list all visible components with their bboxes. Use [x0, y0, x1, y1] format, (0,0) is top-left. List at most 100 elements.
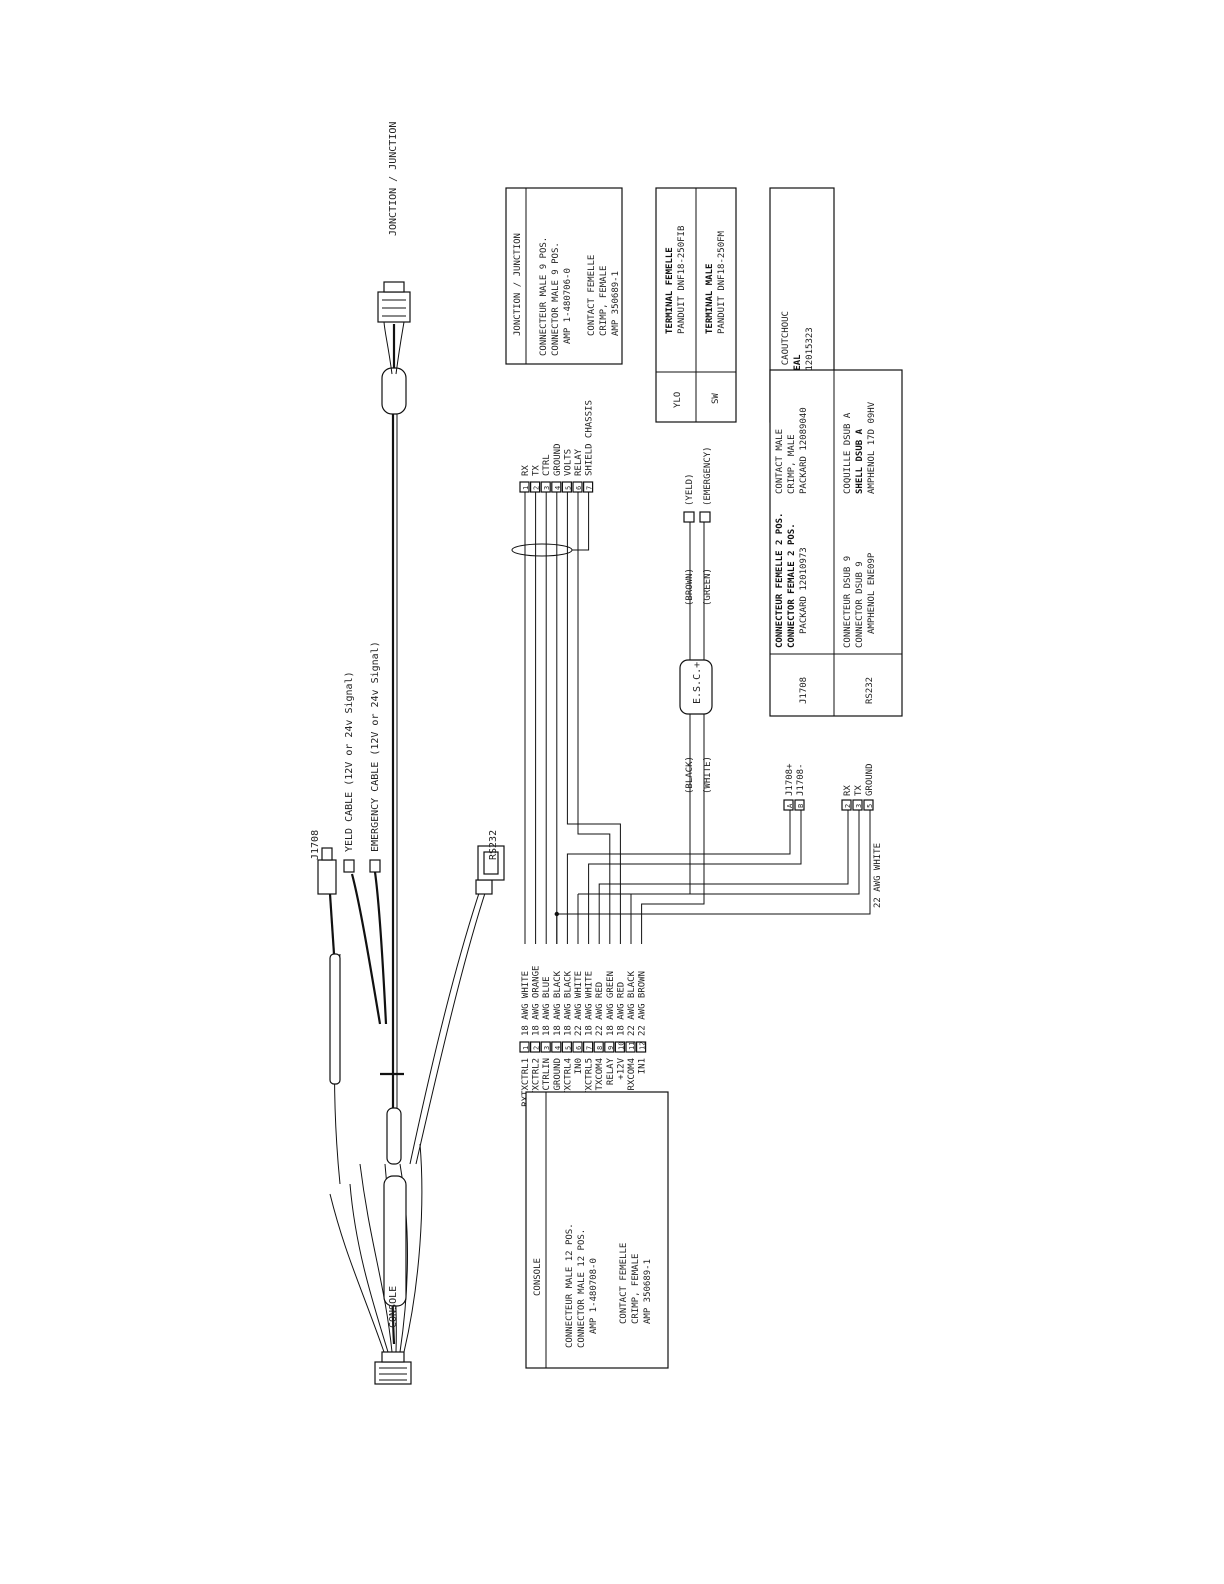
- seal-line: JOINT EN CAOUTCHOUC: [781, 311, 791, 414]
- pin-cell: [540, 1041, 551, 1053]
- pin-cell: [783, 799, 794, 811]
- parts-cell: CONNECTOR FEMALE 2 POS.: [787, 523, 797, 648]
- esc-white-label: (WHITE): [703, 756, 713, 794]
- console-label: CONSOLE: [388, 1286, 399, 1328]
- console-pin-signal: +12V: [616, 1057, 626, 1079]
- shield-wire: [572, 492, 590, 551]
- console-pin-number: 6: [575, 1046, 583, 1050]
- j1708-label: J1708: [310, 830, 321, 860]
- junction-box-line: CONTACT FEMELLE: [587, 255, 597, 336]
- terminal-female: TERMINAL FEMELLE: [665, 247, 675, 334]
- console-pin-signal: RXTXCTRL2: [532, 1058, 542, 1107]
- wire: [566, 810, 791, 944]
- j1708-pin-signal: J1708-: [796, 763, 806, 796]
- esc-green-label: (GREEN): [703, 568, 713, 606]
- console-connector-icon: [374, 1351, 412, 1385]
- console-pin-number: 10: [617, 1042, 625, 1050]
- wire: [577, 492, 611, 944]
- parts-row-label: RS232: [865, 677, 875, 704]
- console-pin-wire: 18 AWG BLUE: [542, 976, 552, 1036]
- terminal-male-part: PANDUIT DNF18-250FM: [717, 230, 727, 334]
- esc-brown-label: (BROWN): [685, 568, 695, 606]
- j1708-connector-icon: [317, 847, 337, 895]
- pin-cell: [625, 1041, 636, 1053]
- junction-label: JONCTION / JUNCTION: [388, 122, 399, 236]
- j1708-pin-signal: J1708+: [785, 763, 795, 796]
- parts-cell: AMPHENOL 17D 09HV: [867, 401, 877, 494]
- rs232-pin-number: 5: [866, 804, 874, 808]
- wire: [566, 492, 621, 944]
- rs232-pin-row: 3TX: [852, 785, 864, 811]
- parts-cell: AMPHENOL ENE09P: [867, 552, 877, 634]
- console-pin-number: 2: [533, 1046, 541, 1050]
- rs232-pin-signal: GROUND: [865, 763, 875, 796]
- yeld-terminal-icon: [683, 511, 695, 523]
- rs232-wire-label: 22 AWG WHITE: [873, 843, 883, 908]
- console-pin-signal: RXCOM4: [627, 1058, 637, 1091]
- console-pin-number: 9: [607, 1046, 615, 1050]
- console-info-box: CONSOLE CONNECTEUR MALE 12 POS. CONNECTO…: [525, 1091, 669, 1369]
- pin-cell: [593, 1041, 604, 1053]
- pin-cell: [551, 1041, 562, 1053]
- console-pin-wire: 18 AWG BLACK: [553, 970, 563, 1036]
- junction-pin-number: 5: [564, 486, 572, 490]
- wire: [641, 894, 705, 944]
- pin-cell: [561, 1041, 573, 1053]
- shield-ellipse: [511, 543, 573, 557]
- junction-info-box: JONCTION / JUNCTION CONNECTEUR MALE 9 PO…: [505, 187, 623, 365]
- console-box-line: CONNECTOR MALE 12 POS.: [577, 1229, 587, 1348]
- console-pin-number: 1: [522, 1046, 530, 1050]
- rs232-pin-signal: TX: [854, 785, 864, 796]
- junction-pin-number: 4: [554, 486, 562, 490]
- wire: [588, 810, 802, 944]
- junction-pin-row: 2TX: [529, 465, 542, 493]
- pin-cell: [794, 799, 805, 811]
- yeld-terminal-icon: [343, 859, 355, 873]
- parts-cell: CRIMP, MALE: [787, 434, 797, 494]
- parts-cell: CONNECTEUR DSUB 9: [843, 556, 853, 648]
- console-box-line: CONNECTEUR MALE 12 POS.: [565, 1223, 575, 1348]
- console-pin-wire: 18 AWG GREEN: [606, 971, 616, 1036]
- junction-pin-row: 1RX: [519, 465, 531, 493]
- esc-label: E.S.C.+: [692, 662, 703, 704]
- terminal-sw: SW: [711, 393, 721, 404]
- esc-yeld-label: (YELD): [685, 473, 695, 506]
- parts-table: J1708 CONNECTEUR FEMELLE 2 POS. CONNECTO…: [769, 369, 903, 717]
- terminal-male: TERMINAL MALE: [705, 264, 715, 334]
- esc-black-label: (BLACK): [685, 756, 695, 794]
- junction-box-line: AMP 350689-1: [611, 271, 621, 336]
- parts-cell: PACKARD 12089040: [799, 407, 809, 494]
- parts-cell: CONTACT MALE: [775, 429, 785, 494]
- junction-pin-number: 1: [522, 486, 530, 490]
- parts-row-label: J1708: [799, 677, 809, 704]
- pin-cell: [529, 1041, 541, 1053]
- j1708-pin-row: B J1708-: [794, 763, 806, 811]
- junction-pin-signal: RELAY: [574, 448, 584, 476]
- console-pin-number: 4: [554, 1046, 562, 1050]
- console-box-line: CRIMP, FEMALE: [631, 1254, 641, 1324]
- console-pin-number: 5: [564, 1046, 572, 1050]
- j1708-pin-number: B: [797, 804, 805, 808]
- console-pin-wire: 22 AWG BLACK: [627, 970, 637, 1036]
- console-pin-number: 3: [543, 1046, 551, 1050]
- yeld-cable-label: YELD CABLE (12V or 24v Signal): [344, 671, 355, 852]
- console-pin-signal: IN0: [574, 1058, 584, 1074]
- console-pin-signal: CTRLIN: [542, 1058, 552, 1091]
- console-pin-wire: 18 AWG WHITE: [521, 971, 531, 1036]
- junction-box-title: JONCTION / JUNCTION: [513, 233, 523, 336]
